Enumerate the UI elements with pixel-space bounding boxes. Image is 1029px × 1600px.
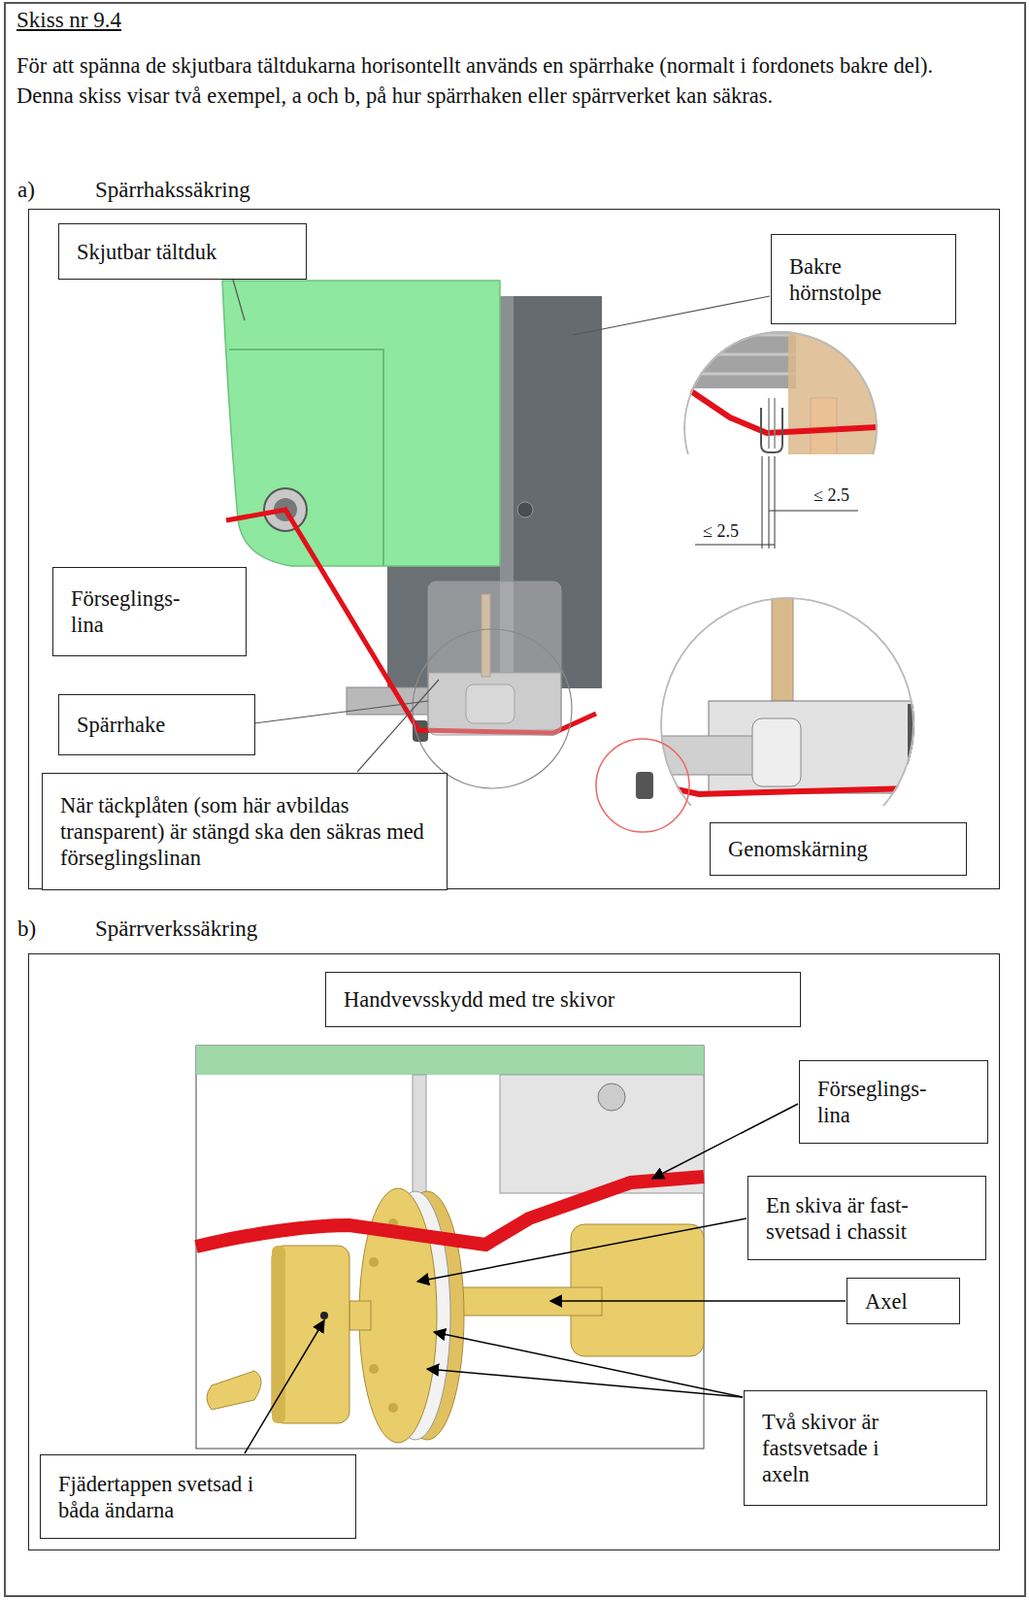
leader-arrow-part <box>652 1103 798 1179</box>
callout-box: Bakre hörnstolpe <box>770 233 957 325</box>
callout-text: Axel <box>864 1288 942 1315</box>
leader-arrow-part <box>244 1320 325 1454</box>
dimension-lines-part <box>768 456 770 549</box>
dimension-lines-part <box>774 456 776 549</box>
cross-section <box>647 582 959 806</box>
detail-circle <box>412 629 572 789</box>
dimension-lines-part <box>695 544 775 546</box>
crank-guard-part <box>597 1083 626 1111</box>
dimension-lines <box>695 456 859 549</box>
intro-paragraph: För att spänna de skjutbara tältdukarna … <box>16 50 978 111</box>
callout-box: Skjutbar tältduk <box>58 223 307 280</box>
inset-detail-part-part <box>679 372 797 376</box>
callout-box: Spärrhake <box>58 694 256 756</box>
crank-guard-part <box>368 1257 379 1267</box>
callout-box: Förseglings- lina <box>52 566 247 657</box>
dimension-lines-part <box>762 456 764 549</box>
callout-box: En skiva är fast- svetsad i chassit <box>747 1175 987 1261</box>
inset-detail <box>679 320 886 455</box>
callout-box: Fjädertappen svetsad i båda ändarna <box>39 1454 357 1539</box>
sketch-title: Skiss nr 9.4 <box>16 7 122 34</box>
hook <box>635 771 654 799</box>
callout-text: När täckplåten (som här avbildas transpa… <box>60 792 430 871</box>
cross-section-part-part <box>661 597 914 806</box>
crank-guard <box>196 1045 704 1449</box>
crank-guard-part <box>320 1311 329 1320</box>
callout-text: Fjädertappen svetsad i båda ändarna <box>58 1470 288 1524</box>
inset-detail-part-part <box>768 398 775 449</box>
leader-line-part <box>254 700 429 724</box>
crank-guard-part <box>368 1363 379 1374</box>
panel-heading: a) <box>17 176 35 204</box>
leader-line-part <box>572 296 770 335</box>
inset-detail-part-part <box>788 320 886 455</box>
callout-text: Genomskärning <box>728 835 949 863</box>
crank-guard-part <box>196 1045 704 1075</box>
callout-text: Förseglings- lina <box>70 585 207 638</box>
crank-guard-part <box>196 1045 704 1449</box>
callout-box: Axel <box>846 1277 961 1325</box>
panel-heading: Spärrhakssäkring <box>95 176 251 204</box>
example-panel: b)SpärrverkssäkringHandvevsskydd med tre… <box>28 953 1000 1551</box>
callout-text: Två skivor är fastsvetsade i axeln <box>762 1408 929 1488</box>
crank-guard-part <box>388 1402 399 1413</box>
page-frame <box>4 2 1026 1596</box>
panel-heading: b) <box>17 915 36 943</box>
callout-text: Handvevsskydd med tre skivor <box>343 986 783 1013</box>
callout-box: Förseglings- lina <box>798 1060 989 1144</box>
callout-text: Skjutbar tältduk <box>76 238 289 266</box>
cross-section-part-part <box>647 582 959 806</box>
tarp-and-post-part <box>229 349 384 566</box>
callout-text: En skiva är fast- svetsad i chassit <box>765 1192 968 1245</box>
dimension-label: ≤ 2.5 <box>700 521 741 541</box>
highlight-circle <box>596 738 690 832</box>
leader-line-part <box>357 679 439 772</box>
callout-box: Två skivor är fastsvetsade i axeln <box>743 1390 988 1506</box>
leader-arrow-part <box>417 1218 747 1282</box>
inset-detail-part-part <box>810 398 837 455</box>
callout-text: Bakre hörnstolpe <box>789 253 917 306</box>
dimension-label: ≤ 2.5 <box>811 485 852 505</box>
cross-section-part-part <box>647 735 755 775</box>
panel-heading: Spärrverkssäkring <box>95 915 258 943</box>
inset-detail-part <box>679 320 886 455</box>
cross-section-part <box>647 582 959 806</box>
leader-line-part <box>232 279 245 321</box>
crank-guard-part <box>349 1300 371 1330</box>
inset-detail-part-part <box>679 383 878 433</box>
cover-plate <box>428 581 562 735</box>
inset-detail-part-part <box>679 353 797 357</box>
callout-box: Genomskärning <box>709 822 967 876</box>
dimension-lines-part <box>768 510 859 512</box>
leader-arrow-part <box>550 1299 846 1302</box>
callout-text: Förseglings- lina <box>817 1075 949 1129</box>
leader-arrow-part <box>433 1331 743 1397</box>
crank-guard-part <box>206 1370 262 1410</box>
crank-guard-part <box>412 1074 427 1204</box>
crank-guard-part <box>196 1176 704 1247</box>
tarp-and-post-part <box>517 501 533 518</box>
inset-detail-part-part <box>679 333 797 337</box>
cross-section-part-part <box>752 718 801 787</box>
callout-box: När täckplåten (som här avbildas transpa… <box>41 772 448 891</box>
cross-section-part-part <box>771 594 794 706</box>
cross-section-part-part <box>647 757 937 795</box>
leader-line <box>232 279 770 772</box>
inset-detail-part-part <box>679 320 797 389</box>
tarp-and-post-part <box>222 280 500 566</box>
callout-box: Handvevsskydd med tre skivor <box>325 971 801 1028</box>
crank-guard-part <box>271 1245 350 1424</box>
leader-arrow-part <box>427 1368 743 1397</box>
inset-detail-part-part <box>761 407 783 453</box>
example-panel: a)SpärrhakssäkringSkjutbar tältdukBakre … <box>28 208 1000 890</box>
inset-detail-part-part <box>684 331 877 455</box>
callout-text: Spärrhake <box>76 711 237 738</box>
